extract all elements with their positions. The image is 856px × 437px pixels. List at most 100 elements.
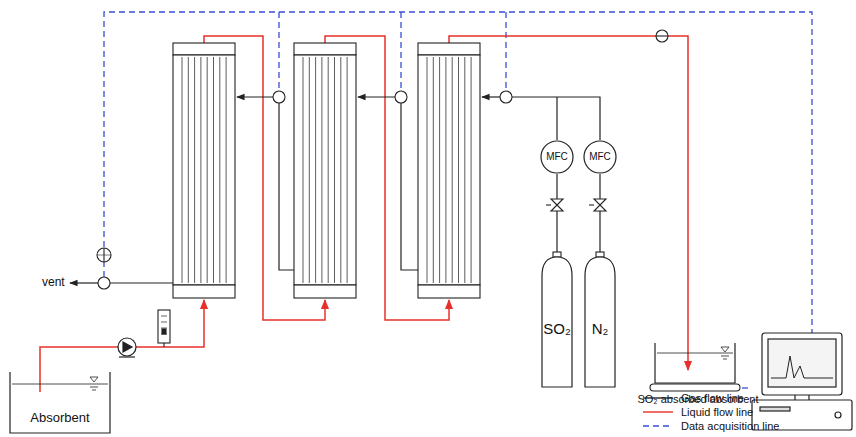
legend-item: Gas flow line	[643, 392, 744, 405]
gas-cylinder-shape	[553, 252, 561, 257]
fiber-line	[315, 57, 316, 283]
outlet-label: vent	[42, 275, 65, 289]
fiber-line	[309, 57, 310, 283]
liquid-line	[40, 36, 688, 392]
product-tank-shape	[650, 384, 740, 391]
fiber-line	[321, 57, 322, 283]
fiber-line	[347, 57, 348, 283]
absorbent-tank-shape	[12, 384, 108, 390]
fiber-line	[340, 57, 341, 283]
pump	[119, 356, 135, 357]
legend-sample	[643, 422, 673, 430]
flowmeter	[163, 343, 164, 347]
text-holder: Absorbent	[8, 411, 112, 426]
gas-line	[482, 96, 500, 97]
fiber-line	[445, 57, 446, 283]
membrane-module	[173, 43, 235, 55]
membrane-module	[418, 285, 480, 298]
computer	[835, 412, 841, 418]
fiber-line	[194, 57, 195, 283]
fiber-line	[328, 57, 329, 283]
fiber-line	[226, 57, 227, 283]
gas-line	[401, 103, 418, 270]
fiber-line	[458, 57, 459, 283]
product-tank-shape	[721, 347, 729, 352]
fiber-line	[219, 57, 220, 283]
absorbent-tank-shape	[90, 377, 98, 382]
gas-line	[237, 96, 273, 97]
text-holder: MFC	[583, 140, 617, 174]
legend-item: Data acquisition line	[643, 420, 779, 433]
legend-line	[643, 398, 673, 399]
product-tank-shape	[657, 353, 733, 359]
node-text: N₂	[592, 320, 609, 337]
fiber-line	[200, 57, 201, 283]
gas-line	[358, 96, 395, 97]
computer	[760, 407, 790, 411]
membrane-module	[294, 285, 356, 298]
legend-line	[643, 426, 673, 427]
gas-cylinder-shape	[542, 257, 572, 387]
hollow-fibers	[182, 57, 471, 283]
pump	[118, 338, 136, 357]
data-line	[400, 12, 401, 91]
legend-text: Gas flow line	[681, 392, 744, 405]
data-line	[278, 12, 279, 91]
text-holder: N₂	[583, 320, 617, 337]
mfc-controller: MFC	[540, 140, 574, 174]
computer	[768, 339, 836, 387]
pressure-gauge	[97, 255, 111, 256]
computer	[771, 356, 833, 378]
legend-item: Liquid flow line	[643, 406, 753, 419]
membrane-module	[418, 55, 480, 285]
fiber-line	[213, 57, 214, 283]
legend-text: Liquid flow line	[681, 406, 753, 419]
gas-cylinder: SO₂	[540, 252, 574, 388]
gas-line	[70, 282, 98, 283]
text-holder: SO₂	[540, 320, 574, 337]
data-line	[742, 387, 752, 388]
fiber-line	[464, 57, 465, 283]
legend-sample	[643, 408, 673, 416]
fiber-line	[207, 57, 208, 283]
pressure-gauge	[97, 248, 111, 262]
fiber-line	[433, 57, 434, 283]
text-holder: MFC	[540, 140, 574, 174]
flowmeter	[158, 310, 170, 347]
legend-line	[643, 412, 673, 413]
gas-line	[110, 282, 173, 283]
liquid-line	[136, 300, 204, 347]
node-text: MFC	[589, 151, 611, 163]
product-tank-shape	[655, 343, 735, 383]
computer	[762, 333, 842, 395]
mfc-controller-shape	[541, 141, 573, 173]
fiber-line	[303, 57, 304, 283]
membrane-module	[294, 43, 356, 55]
node-text: MFC	[546, 151, 568, 163]
liquid-line	[40, 347, 118, 392]
valve	[589, 204, 594, 205]
valve	[551, 199, 563, 211]
legend-text: Data acquisition line	[681, 420, 779, 433]
gas-line	[512, 97, 600, 140]
data-line	[104, 12, 812, 388]
data-line	[104, 12, 812, 333]
mfc-controller-shape	[584, 141, 616, 173]
fiber-line	[471, 57, 472, 283]
fiber-line	[334, 57, 335, 283]
computer	[795, 395, 809, 400]
gas-connector	[556, 174, 557, 252]
pump	[118, 338, 136, 356]
gas-cylinder: N₂	[583, 252, 617, 388]
membrane-module	[173, 285, 235, 298]
data-line	[505, 12, 506, 91]
membrane-module	[294, 55, 356, 285]
sensor-junction	[395, 91, 407, 103]
flowmeter	[161, 316, 167, 334]
